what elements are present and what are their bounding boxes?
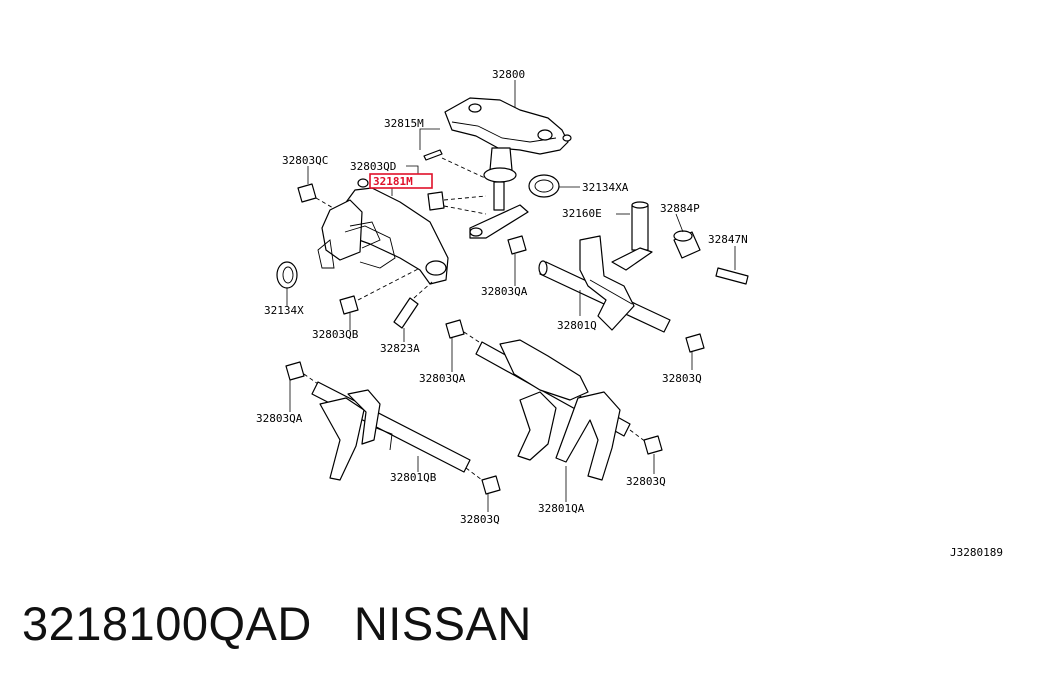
label-32134X: 32134X — [264, 304, 304, 317]
plug-32803Q-bottom — [481, 475, 501, 495]
label-32815M: 32815M — [384, 117, 424, 130]
assembly-line — [463, 331, 483, 345]
fork-rod-32801QA — [475, 339, 631, 481]
assembly-line — [441, 157, 486, 179]
plug-32803QA-left — [285, 361, 305, 381]
diagram-code: J3280189 — [950, 546, 1003, 559]
leader-line — [419, 128, 440, 150]
bushing-32884P — [673, 230, 701, 259]
label-32803QA: 32803QA — [256, 412, 303, 425]
label-32801QA: 32801QA — [538, 502, 585, 515]
plug-32803QB — [339, 295, 359, 315]
label-32181M-highlighted: 32181M — [373, 175, 413, 188]
control-lever-housing — [444, 97, 572, 239]
assembly-line — [357, 267, 421, 301]
seal-ring-32134XA — [528, 174, 560, 198]
shift-lever-bracket — [317, 187, 449, 285]
label-32803QD: 32803QD — [350, 160, 396, 173]
label-32801QB: 32801QB — [390, 471, 437, 484]
label-32803Q: 32803Q — [662, 372, 702, 385]
leader-line — [675, 213, 684, 233]
label-32823A: 32823A — [380, 342, 420, 355]
label-32801Q: 32801Q — [557, 319, 597, 332]
label-32803Q: 32803Q — [460, 513, 500, 526]
label-32134XA: 32134XA — [582, 181, 629, 194]
plug-32803QA-upper — [507, 235, 527, 255]
assembly-line — [303, 373, 319, 385]
label-32884P: 32884P — [660, 202, 700, 215]
plug-32803Q-right-lower — [643, 435, 663, 455]
label-32803QC: 32803QC — [282, 154, 328, 167]
highlight-box — [369, 173, 433, 189]
label-32803QA: 32803QA — [419, 372, 466, 385]
fork-rod-32801QB — [311, 381, 471, 481]
part-32181M — [357, 178, 445, 211]
label-32160E: 32160E — [562, 207, 602, 220]
label-32800: 32800 — [492, 68, 525, 81]
pin-32160E — [611, 201, 653, 271]
assembly-line — [443, 195, 487, 201]
assembly-line — [629, 429, 647, 443]
label-32803Q: 32803Q — [626, 475, 666, 488]
assembly-line — [443, 205, 487, 215]
plug-32803QA-middle — [445, 319, 465, 339]
parts-diagram: 32800 32815M 32803QC 32803QD 32181M 3213… — [256, 68, 1003, 559]
label-32803QA: 32803QA — [481, 285, 528, 298]
pin-32823A — [393, 297, 419, 329]
assembly-line — [465, 467, 483, 481]
pin-32847N — [715, 267, 749, 285]
part-number: 3218100QAD — [22, 597, 312, 650]
plug-32803Q-right — [685, 333, 705, 353]
label-32803QB: 32803QB — [312, 328, 359, 341]
plug-32803QC — [297, 183, 317, 203]
seal-ring-32134X — [276, 261, 298, 289]
assembly-line — [413, 281, 433, 299]
pin-32815M — [423, 149, 443, 161]
part-caption: 3218100QAD NISSAN — [22, 596, 532, 651]
label-32847N: 32847N — [708, 233, 748, 246]
fork-rod-32801Q — [538, 235, 671, 333]
brand-name: NISSAN — [353, 597, 532, 650]
